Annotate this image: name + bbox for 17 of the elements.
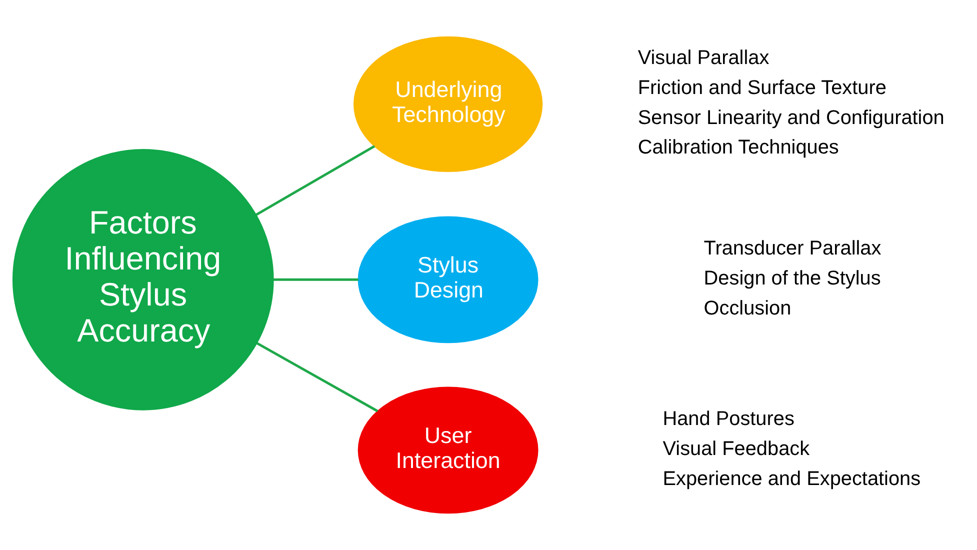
node-ellipse: Stylus Design [358,216,538,344]
node-label: Hand Postures [662,408,794,430]
node-label: Design of the Stylus [704,267,881,290]
node-label: Sensor Linearity and Configuration [638,106,944,129]
node-label: Experience and Expectations [662,468,921,490]
node-label: Visual Feedback [662,438,810,460]
node-label: Friction and Surface Texture [638,76,886,99]
node-ellipse: User Interaction [358,386,538,514]
node-label: Occlusion [704,297,792,320]
connector [274,278,358,281]
node-circle: Factors Influencing Stylus Accuracy [12,148,274,410]
node-label: Transducer Parallax [704,238,882,260]
connector [256,145,376,216]
node-label: Visual Parallax [638,47,770,70]
node-ellipse: Underlying Technology [353,36,543,172]
connector [256,342,378,412]
node-label: Calibration Techniques [638,136,839,159]
